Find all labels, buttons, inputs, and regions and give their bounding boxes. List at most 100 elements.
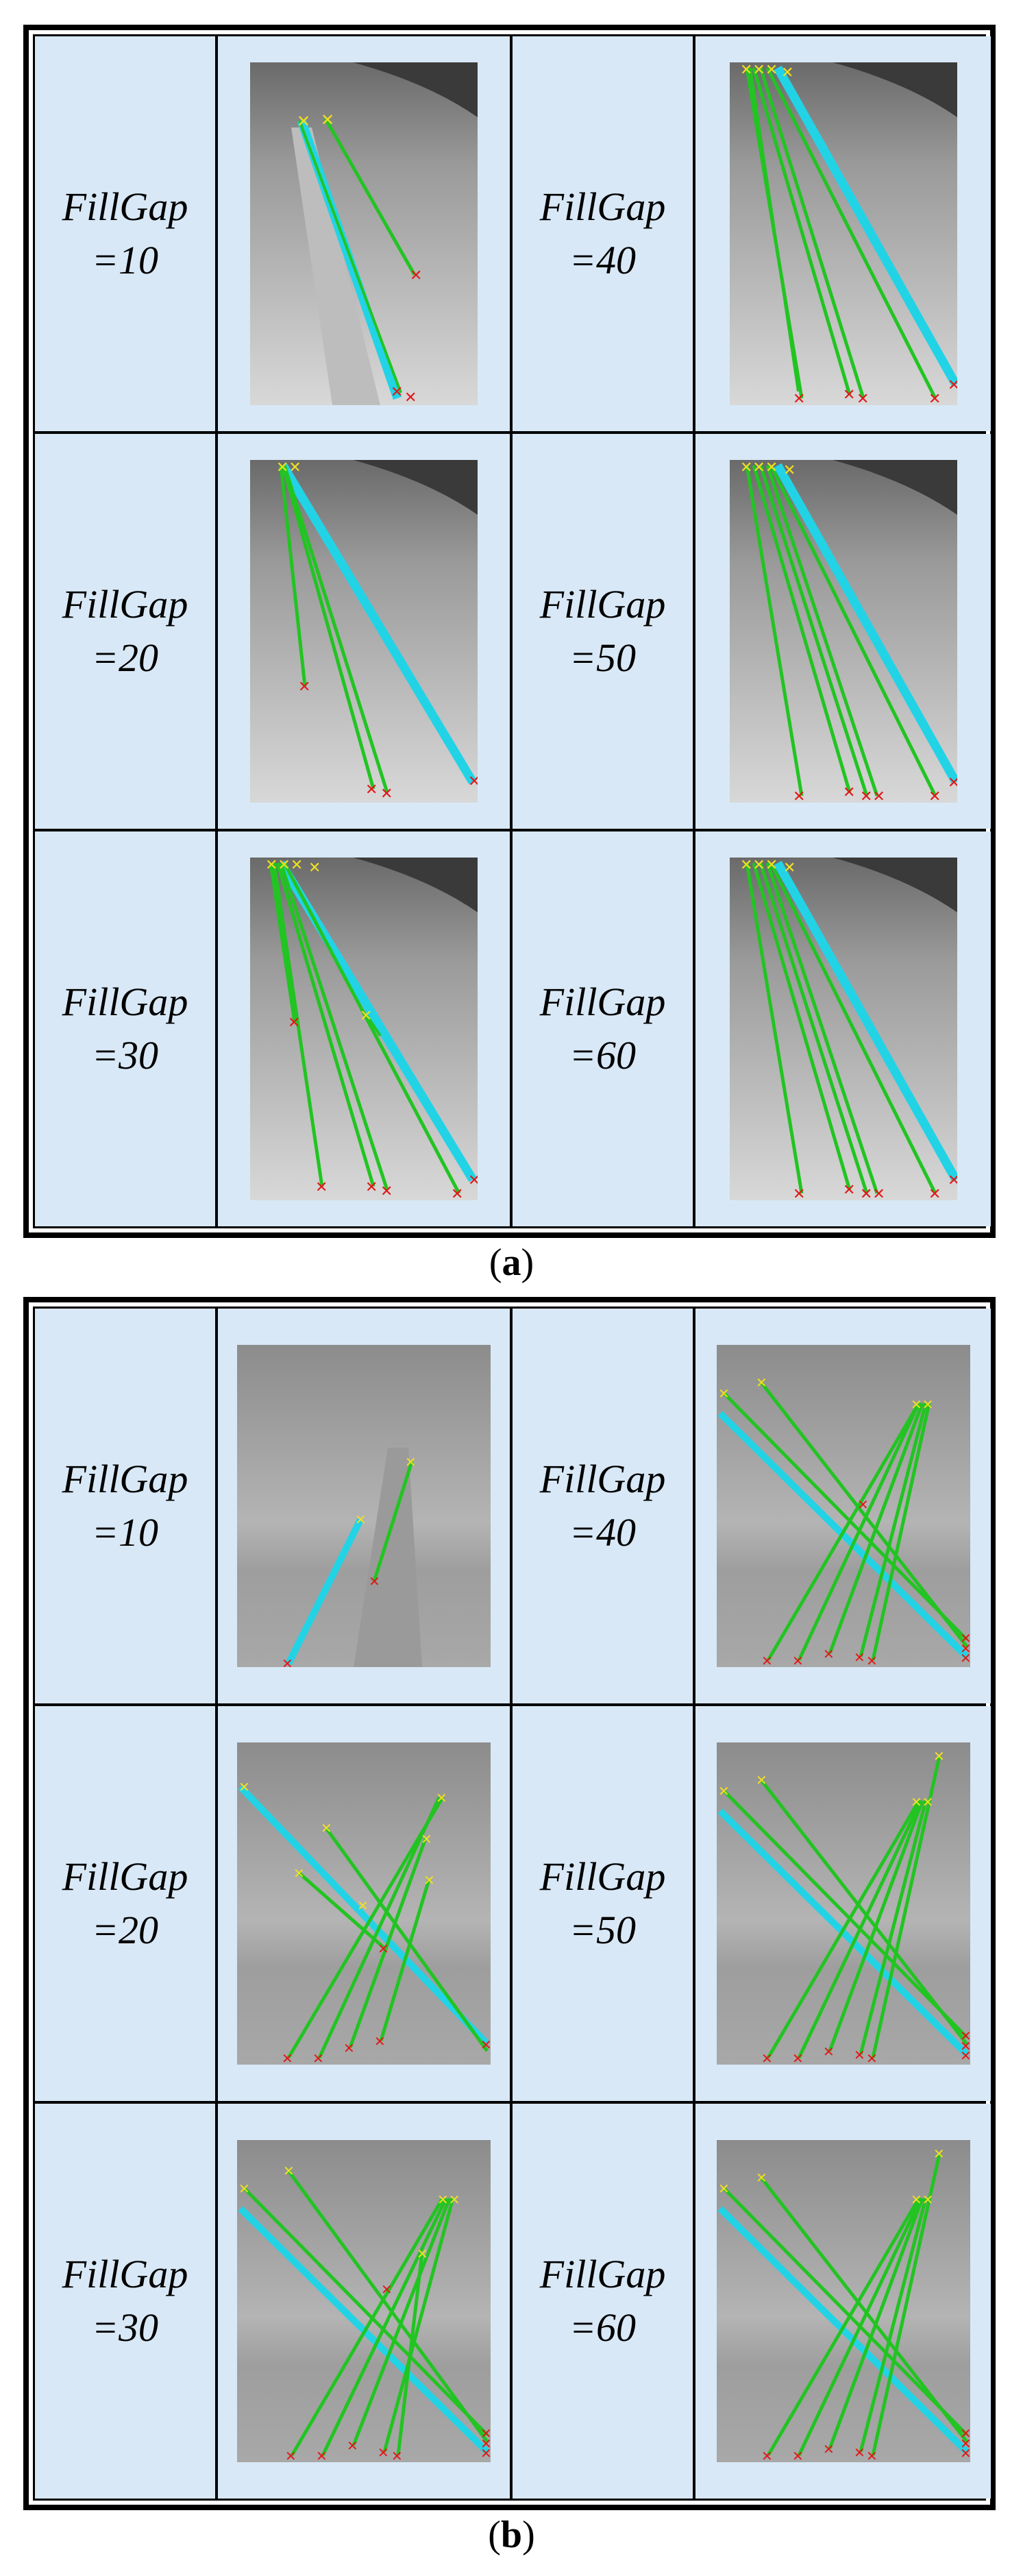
svg-text:✕: ✕ bbox=[761, 2050, 773, 2065]
fillgap-label: FillGap =40 bbox=[540, 180, 666, 287]
image-cell: ✕ ✕ ✕✕ ✕ ✕ ✕ ✕ ✕ ✕ ✕ ✕ ✕ ✕ bbox=[218, 2104, 510, 2499]
svg-text:✕: ✕ bbox=[866, 1653, 878, 1667]
svg-text:✕: ✕ bbox=[293, 1865, 305, 1882]
svg-text:✕✕: ✕✕ bbox=[911, 1396, 934, 1413]
road-image-b-50: ✕ ✕ ✕ ✕✕ ✕ ✕ ✕ ✕ ✕ ✕ ✕ ✕ bbox=[716, 1742, 970, 2065]
figure-panel-b: FillGap =10 ✕ ✕ ✕ ✕ bbox=[23, 1297, 996, 2510]
label-cell: FillGap =40 bbox=[513, 36, 693, 431]
fillgap-label: FillGap =60 bbox=[540, 975, 666, 1082]
svg-text:✕: ✕ bbox=[783, 462, 796, 479]
svg-text:✕✕: ✕✕ bbox=[860, 1186, 885, 1200]
svg-text:✕: ✕ bbox=[843, 784, 855, 801]
svg-text:✕: ✕ bbox=[793, 788, 805, 803]
svg-text:✕✕: ✕✕ bbox=[911, 2191, 934, 2208]
label-name: FillGap bbox=[62, 582, 188, 627]
fillgap-label: FillGap =40 bbox=[540, 1453, 666, 1559]
svg-text:✕: ✕ bbox=[312, 2050, 324, 2065]
svg-text:✕: ✕ bbox=[960, 2028, 970, 2044]
svg-text:✕: ✕ bbox=[374, 2033, 386, 2050]
image-cell: ✕ ✕ ✕ ✕✕ ✕ ✕ ✕ ✕ ✕ ✕ ✕ ✕ bbox=[695, 1706, 991, 2101]
svg-text:✕✕✕: ✕✕✕ bbox=[740, 460, 778, 476]
fillgap-label: FillGap =20 bbox=[62, 1850, 188, 1957]
label-name: FillGap bbox=[62, 1457, 188, 1501]
svg-text:✕: ✕ bbox=[321, 110, 334, 130]
caption-paren: ) bbox=[521, 1241, 534, 1284]
caption-a: (a) bbox=[0, 1241, 1023, 1285]
image-cell: ✕✕✕ ✕ ✕ ✕ ✕✕ ✕ ✕ bbox=[695, 434, 991, 829]
svg-text:✕: ✕ bbox=[792, 2050, 804, 2065]
svg-text:✕: ✕ bbox=[378, 1941, 389, 1957]
svg-text:✕: ✕ bbox=[468, 1172, 478, 1189]
label-name: FillGap bbox=[539, 980, 666, 1024]
label-name: FillGap bbox=[539, 184, 666, 229]
svg-text:✕✕: ✕✕ bbox=[860, 788, 885, 803]
svg-text:✕: ✕ bbox=[355, 1511, 367, 1528]
image-cell: ✕✕✕ ✕ ✕ ✕ ✕ ✕ ✕ bbox=[695, 36, 991, 431]
svg-text:✕: ✕ bbox=[948, 377, 957, 394]
image-cell: ✕✕✕ ✕ ✕ ✕ ✕✕ ✕ ✕ bbox=[695, 831, 991, 1226]
label-value: =50 bbox=[569, 635, 637, 680]
label-cell: FillGap =50 bbox=[513, 1706, 693, 2101]
svg-text:✕: ✕ bbox=[823, 1646, 835, 1662]
svg-text:✕: ✕ bbox=[793, 1186, 805, 1200]
image-cell: ✕ ✕ ✕ ✕ ✕ bbox=[218, 36, 510, 431]
fillgap-label: FillGap =10 bbox=[62, 1453, 188, 1559]
label-cell: FillGap =40 bbox=[513, 1309, 693, 1703]
fillgap-label: FillGap =50 bbox=[540, 578, 666, 685]
panel-b-grid: FillGap =10 ✕ ✕ ✕ ✕ bbox=[33, 1307, 991, 2501]
svg-text:✕: ✕ bbox=[282, 2050, 293, 2065]
label-cell: FillGap =60 bbox=[513, 831, 693, 1226]
svg-text:✕: ✕ bbox=[468, 773, 478, 790]
road-image-a-10: ✕ ✕ ✕ ✕ ✕ bbox=[250, 62, 478, 405]
svg-text:✕: ✕ bbox=[960, 1640, 970, 1657]
svg-text:✕: ✕ bbox=[347, 2438, 358, 2454]
svg-text:✕: ✕ bbox=[856, 391, 869, 405]
label-name: FillGap bbox=[539, 582, 666, 627]
label-value: =60 bbox=[569, 2305, 637, 2350]
svg-text:✕: ✕ bbox=[365, 781, 378, 799]
svg-text:✕: ✕ bbox=[761, 1653, 773, 1667]
svg-text:✕: ✕ bbox=[436, 1790, 447, 1806]
image-cell: ✕ ✕ ✕ ✕ bbox=[218, 1309, 510, 1703]
svg-text:✕: ✕ bbox=[783, 860, 796, 877]
caption-b: (b) bbox=[0, 2513, 1023, 2557]
image-cell: ✕ ✕ ✕✕ ✕ ✕ ✕ ✕ ✕ ✕ ✕ ✕ ✕ bbox=[695, 1309, 991, 1703]
svg-text:✕: ✕ bbox=[948, 775, 957, 792]
road-image-b-20: ✕ ✕ ✕ ✕ ✕ ✕ ✕ ✕ ✕ ✕ ✕ ✕ ✕ bbox=[237, 1742, 491, 2065]
svg-text:✕: ✕ bbox=[792, 1653, 804, 1667]
svg-text:✕: ✕ bbox=[928, 1186, 941, 1200]
svg-text:✕: ✕ bbox=[928, 788, 941, 803]
svg-text:✕: ✕ bbox=[718, 2180, 730, 2197]
svg-text:✕: ✕ bbox=[781, 64, 793, 82]
svg-text:✕: ✕ bbox=[360, 1008, 372, 1025]
image-cell: ✕✕ ✕ ✕ ✕ ✕ bbox=[218, 434, 510, 829]
label-value: =60 bbox=[569, 1033, 637, 1078]
label-name: FillGap bbox=[62, 980, 188, 1024]
svg-text:✕: ✕ bbox=[369, 1573, 380, 1590]
svg-text:✕: ✕ bbox=[391, 2448, 403, 2462]
road-image-b-30: ✕ ✕ ✕✕ ✕ ✕ ✕ ✕ ✕ ✕ ✕ ✕ ✕ ✕ bbox=[237, 2140, 491, 2462]
svg-text:✕: ✕ bbox=[298, 679, 310, 696]
image-cell: ✕ ✕ ✕ ✕✕ ✕ ✕ ✕ ✕ ✕ ✕ ✕ ✕ bbox=[695, 2104, 991, 2499]
svg-text:✕: ✕ bbox=[297, 112, 310, 131]
svg-text:✕: ✕ bbox=[238, 1779, 250, 1795]
label-value: =10 bbox=[91, 238, 159, 282]
label-value: =40 bbox=[569, 1510, 637, 1555]
svg-text:✕: ✕ bbox=[410, 267, 422, 284]
image-cell: ✕ ✕ ✕ ✕ ✕ ✕ ✕ ✕ ✕ ✕ ✕ ✕ ✕ bbox=[218, 1706, 510, 2101]
fillgap-label: FillGap =60 bbox=[540, 2248, 666, 2355]
svg-text:✕: ✕ bbox=[756, 1772, 767, 1788]
svg-text:✕✕✕: ✕✕✕ bbox=[265, 858, 303, 874]
road-image-b-10: ✕ ✕ ✕ ✕ bbox=[237, 1345, 491, 1667]
label-value: =50 bbox=[569, 1908, 637, 1952]
fillgap-label: FillGap =30 bbox=[62, 2248, 188, 2355]
label-name: FillGap bbox=[62, 2252, 188, 2296]
svg-text:✕: ✕ bbox=[960, 2425, 970, 2442]
svg-text:✕: ✕ bbox=[960, 1630, 970, 1647]
svg-text:✕: ✕ bbox=[357, 1897, 369, 1914]
svg-text:✕: ✕ bbox=[792, 2448, 804, 2462]
svg-text:✕: ✕ bbox=[316, 2448, 328, 2462]
svg-text:✕: ✕ bbox=[288, 1014, 300, 1032]
road-image-a-50: ✕✕✕ ✕ ✕ ✕ ✕✕ ✕ ✕ bbox=[729, 460, 957, 803]
svg-text:✕: ✕ bbox=[391, 384, 403, 401]
